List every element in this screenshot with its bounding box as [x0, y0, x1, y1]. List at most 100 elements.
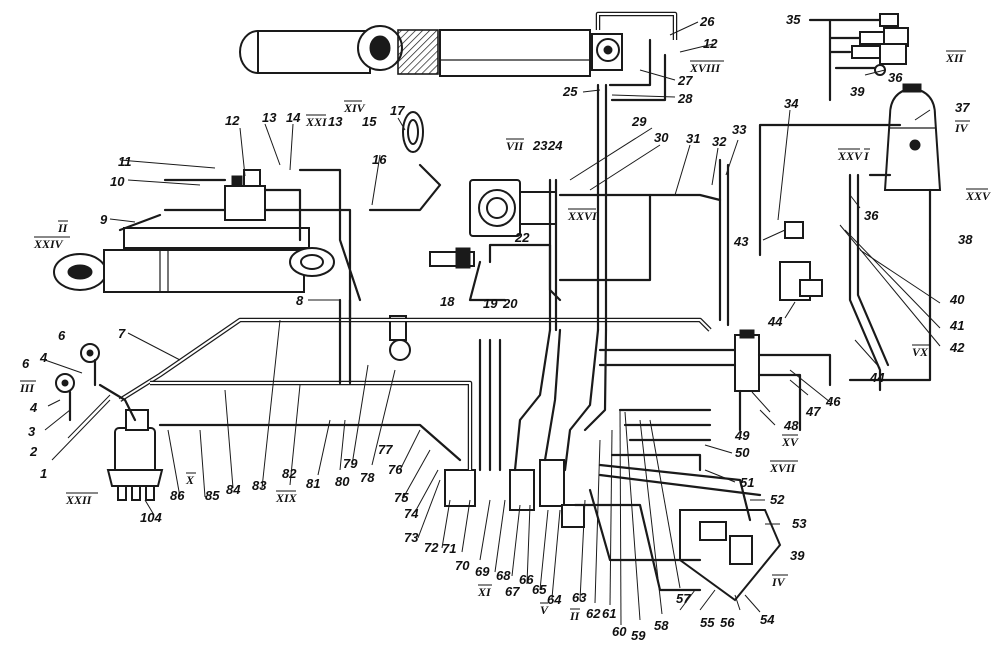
- label-52: 52: [770, 492, 785, 507]
- label-57: 57: [676, 591, 691, 606]
- label-75: 75: [394, 490, 409, 505]
- label-19: 19: [483, 296, 498, 311]
- label-16: 16: [372, 152, 387, 167]
- label-81: 81: [306, 476, 320, 491]
- label-61: 61: [602, 606, 616, 621]
- section-x: X: [185, 473, 195, 487]
- section-xi: XI: [477, 585, 492, 599]
- label-44-right: 44: [869, 370, 885, 385]
- label-28: 28: [677, 91, 693, 106]
- section-xvii: XVII: [769, 461, 797, 475]
- label-41: 41: [949, 318, 964, 333]
- label-68: 68: [496, 568, 511, 583]
- section-xiv: XIV: [343, 101, 366, 115]
- label-85: 85: [205, 488, 220, 503]
- label-18: 18: [440, 294, 455, 309]
- label-74: 74: [404, 506, 419, 521]
- label-42: 42: [949, 340, 965, 355]
- label-82: 82: [282, 466, 297, 481]
- label-13-left: 13: [262, 110, 277, 125]
- section-xv: XV: [781, 435, 799, 449]
- label-1: 1: [40, 466, 47, 481]
- valve-79: [389, 315, 411, 361]
- section-vx: VX: [912, 345, 929, 359]
- label-104: 104: [140, 510, 162, 525]
- pipelines: [68, 11, 932, 592]
- label-48: 48: [783, 418, 799, 433]
- label-80: 80: [335, 474, 350, 489]
- label-49: 49: [734, 428, 750, 443]
- label-4-upper: 4: [39, 350, 48, 365]
- label-53: 53: [792, 516, 807, 531]
- label-9: 9: [100, 212, 108, 227]
- section-xxiv: XXIV: [33, 237, 64, 251]
- label-7: 7: [118, 326, 126, 341]
- label-65: 65: [532, 582, 547, 597]
- control-block-right: [779, 221, 823, 301]
- label-78: 78: [360, 470, 375, 485]
- label-60: 60: [612, 624, 627, 639]
- label-26: 26: [699, 14, 715, 29]
- label-2: 2: [29, 444, 38, 459]
- label-76: 76: [388, 462, 403, 477]
- label-51: 51: [740, 475, 754, 490]
- label-12-left: 12: [225, 113, 240, 128]
- label-58: 58: [654, 618, 669, 633]
- label-33: 33: [732, 122, 747, 137]
- label-43: 43: [733, 234, 749, 249]
- label-17: 17: [390, 103, 405, 118]
- label-29: 29: [631, 114, 647, 129]
- label-10: 10: [110, 174, 125, 189]
- label-6-lower: 6: [22, 356, 30, 371]
- label-55: 55: [700, 615, 715, 630]
- section-i: I: [863, 149, 870, 163]
- label-8: 8: [296, 293, 304, 308]
- label-44-left: 44: [767, 314, 783, 329]
- section-labels: III XXII X XIX II XXIV XXI XIV VII XXVI …: [19, 50, 991, 623]
- label-77: 77: [378, 442, 393, 457]
- section-xxvi: XXVI: [567, 209, 598, 223]
- label-72: 72: [424, 540, 439, 555]
- label-63: 63: [572, 590, 587, 605]
- label-20: 20: [502, 296, 518, 311]
- label-84: 84: [226, 482, 241, 497]
- label-13-right: 13: [328, 114, 343, 129]
- label-22: 22: [514, 230, 530, 245]
- section-ii-left: II: [57, 221, 69, 235]
- label-39-bottom: 39: [790, 548, 805, 563]
- bracket-53: [679, 509, 782, 602]
- number-labels: 1 2 3 4 4 6 6 7 8 9 10 11 12 12 13 13 14…: [22, 12, 973, 643]
- label-66: 66: [519, 572, 534, 587]
- section-xviii: XVIII: [689, 61, 721, 75]
- section-xix: XIX: [275, 491, 298, 505]
- label-34: 34: [784, 96, 799, 111]
- label-73: 73: [404, 530, 419, 545]
- label-67: 67: [505, 584, 520, 599]
- label-3: 3: [28, 424, 36, 439]
- tank-37: [868, 83, 942, 242]
- boom-cylinder: [239, 25, 623, 77]
- label-54: 54: [760, 612, 775, 627]
- label-50: 50: [735, 445, 750, 460]
- section-vii: VII: [506, 139, 525, 153]
- valve-18: [429, 247, 475, 269]
- label-47: 47: [805, 404, 821, 419]
- label-69: 69: [475, 564, 490, 579]
- label-70: 70: [455, 558, 470, 573]
- label-79: 79: [343, 456, 358, 471]
- label-64: 64: [547, 592, 562, 607]
- pressure-gauge-lower: [55, 373, 75, 393]
- label-6-upper: 6: [58, 328, 66, 343]
- label-25: 25: [562, 84, 578, 99]
- label-36-top: 36: [888, 70, 903, 85]
- label-30: 30: [654, 130, 669, 145]
- pump-104: [106, 409, 164, 501]
- label-11: 11: [118, 154, 132, 169]
- block-vii: [469, 179, 557, 237]
- label-35: 35: [786, 12, 801, 27]
- section-ii-bottom: II: [569, 609, 581, 623]
- section-iv-bottom: IV: [771, 575, 786, 589]
- section-iv-top: IV: [954, 121, 969, 135]
- label-27: 27: [677, 73, 693, 88]
